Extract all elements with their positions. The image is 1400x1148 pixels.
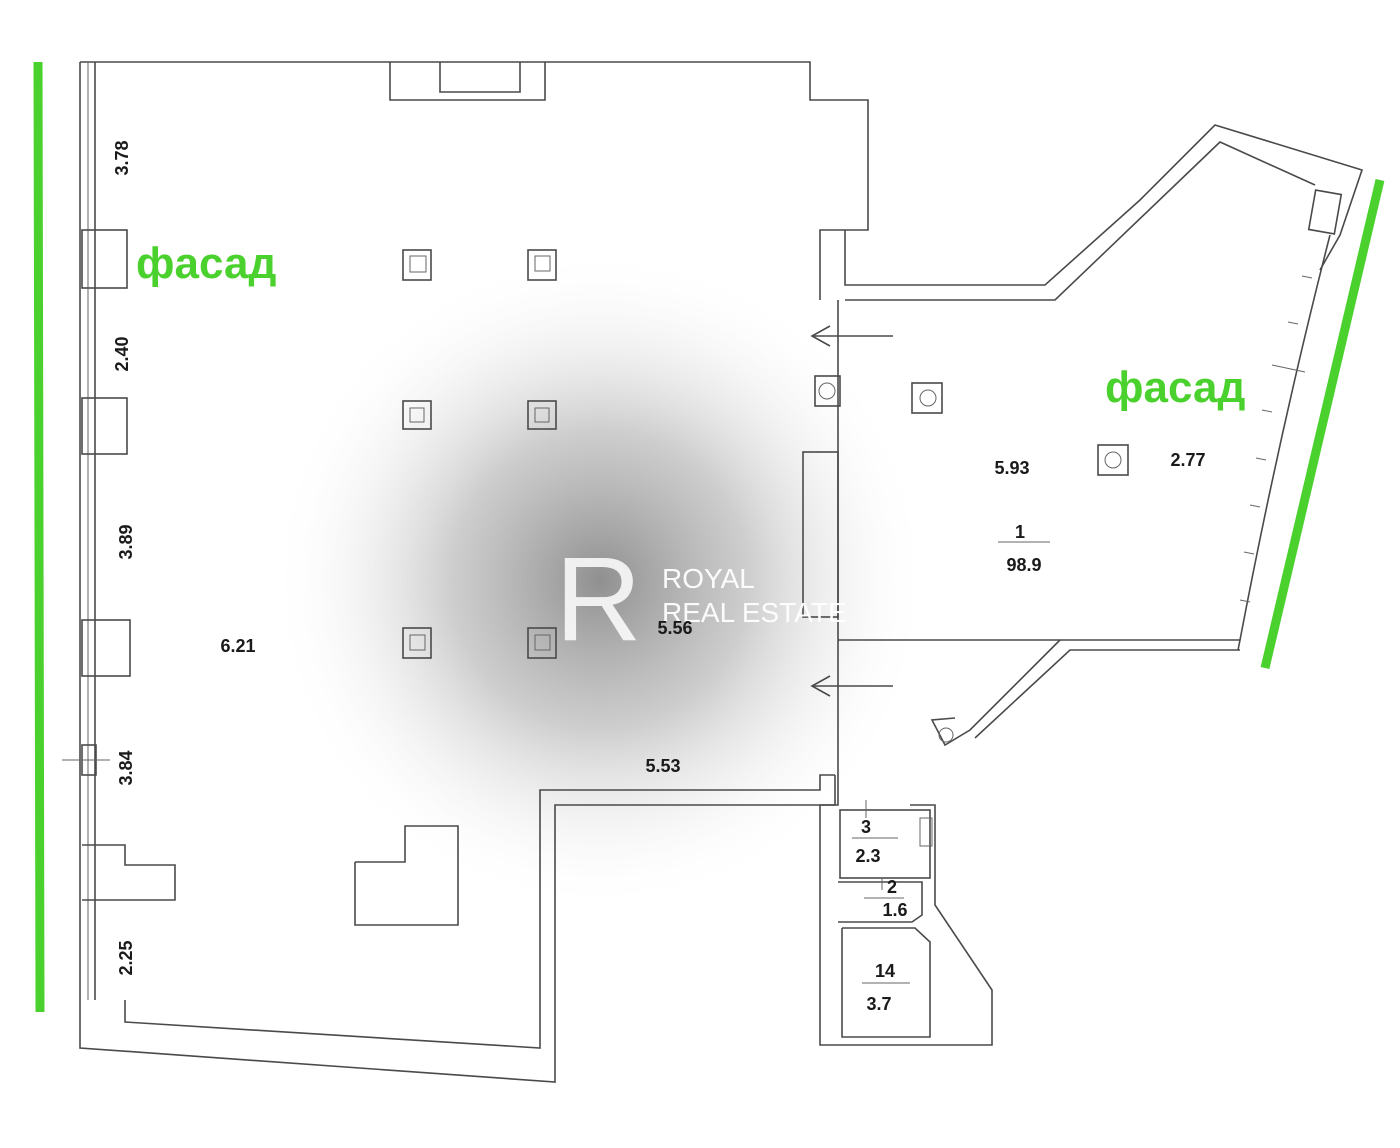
dim-left-4: 3.84 xyxy=(116,750,136,785)
room-3-area: 2.3 xyxy=(855,846,880,866)
facade-line-left xyxy=(33,61,45,1013)
entrance-arrows xyxy=(810,325,893,697)
round-column xyxy=(814,375,841,407)
watermark-glow xyxy=(270,250,930,910)
facade-label-right: фасад xyxy=(1105,363,1245,412)
dim-left-3: 3.89 xyxy=(116,524,136,559)
dim-mid-width: 5.56 xyxy=(657,618,692,638)
dim-left-2: 2.40 xyxy=(112,336,132,371)
dim-bottom-width: 5.53 xyxy=(645,756,680,776)
columns xyxy=(402,249,557,659)
watermark-line1: ROYAL xyxy=(662,563,755,594)
room-1-area: 98.9 xyxy=(1006,555,1041,575)
small-rooms xyxy=(819,775,993,1046)
dim-left-5: 2.25 xyxy=(116,940,136,975)
room-3-number: 3 xyxy=(861,817,871,837)
room-1-number: 1 xyxy=(1015,522,1025,542)
watermark-logo-r: R xyxy=(555,532,642,666)
room-14-number: 14 xyxy=(875,961,895,981)
main-hall-walls xyxy=(62,61,869,1083)
dim-right-side: 2.77 xyxy=(1170,450,1205,470)
dim-right-top: 5.93 xyxy=(994,458,1029,478)
room-2-area: 1.6 xyxy=(882,900,907,920)
facade-line-right xyxy=(1260,178,1385,670)
dim-hall-width: 6.21 xyxy=(220,636,255,656)
dim-left-1: 3.78 xyxy=(112,140,132,175)
royal-real-estate-watermark: R ROYAL REAL ESTATE xyxy=(555,532,847,666)
room-2-number: 2 xyxy=(887,877,897,897)
room-14-area: 3.7 xyxy=(866,994,891,1014)
right-wing-walls xyxy=(837,124,1364,775)
facade-label-left: фасад xyxy=(136,239,276,288)
watermark-line2: REAL ESTATE xyxy=(662,597,847,628)
